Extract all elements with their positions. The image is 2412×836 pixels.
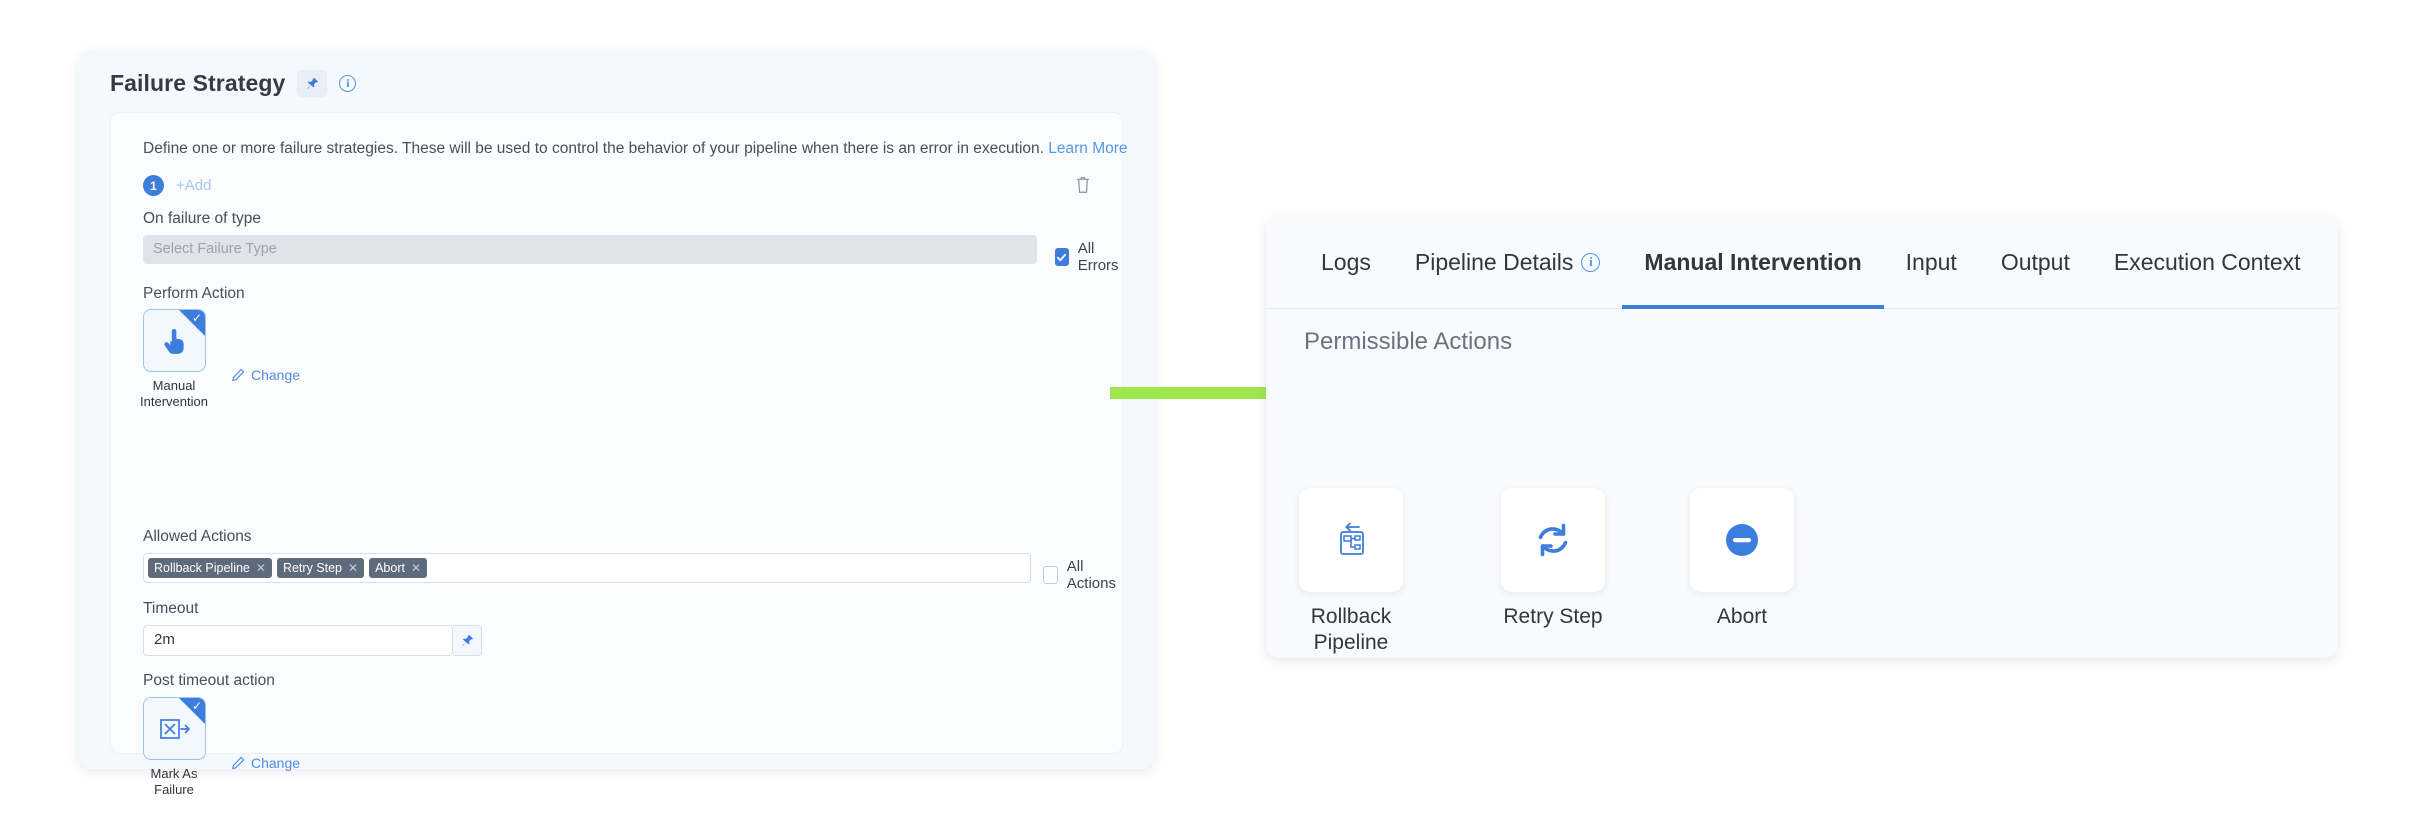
caption-line-1: Mark As <box>150 766 198 781</box>
selected-corner <box>179 310 205 336</box>
caption-line-2: Intervention <box>140 393 208 409</box>
check-icon: ✓ <box>191 699 202 713</box>
perform-action-label: Perform Action <box>143 285 245 302</box>
all-actions-label: All Actions <box>1066 558 1116 592</box>
perform-action-tile[interactable]: ✓ <box>143 309 206 372</box>
trash-icon[interactable] <box>1074 175 1092 194</box>
abort-minus-circle-icon <box>1726 524 1758 556</box>
add-strategy-button[interactable]: +Add <box>176 177 212 194</box>
timeout-input[interactable]: 2m <box>143 625 453 656</box>
all-errors-checkbox[interactable] <box>1055 248 1069 266</box>
page-title: Failure Strategy <box>110 70 286 96</box>
change-perform-action-button[interactable]: Change <box>231 367 300 383</box>
perform-action-caption: Manual Intervention <box>129 378 219 409</box>
all-actions-checkbox[interactable] <box>1043 566 1058 584</box>
action-caption-abort: Abort <box>1682 604 1802 630</box>
tab-manual-intervention[interactable]: Manual Intervention <box>1622 216 1884 309</box>
pencil-icon <box>232 368 245 382</box>
tab-label: Logs <box>1321 248 1371 275</box>
tab-execution-context[interactable]: Execution Context <box>2092 216 2323 309</box>
action-caption-retry-step: Retry Step <box>1493 604 1613 630</box>
change-post-timeout-action-button[interactable]: Change <box>231 755 300 771</box>
chip-retry-step[interactable]: Retry Step ✕ <box>276 558 365 578</box>
tab-logs[interactable]: Logs <box>1299 216 1393 309</box>
tab-label: Output <box>2000 248 2070 275</box>
timeout-pin-button[interactable] <box>453 625 482 656</box>
action-caption-rollback-pipeline: Rollback Pipeline <box>1291 604 1411 656</box>
pointing-hand-icon <box>144 310 205 371</box>
caption-line-1: Retry Step <box>1503 605 1603 628</box>
post-timeout-action-label: Post timeout action <box>143 672 275 689</box>
check-icon: ✓ <box>191 311 202 325</box>
green-arrow <box>1110 375 1330 413</box>
tab-pipeline-details[interactable]: Pipeline Details i <box>1393 216 1623 309</box>
permissible-actions-title: Permissible Actions <box>1304 328 1513 355</box>
strategy-index-badge[interactable]: 1 <box>143 175 164 196</box>
on-failure-type-label: On failure of type <box>143 210 262 227</box>
retry-refresh-icon <box>1538 523 1568 557</box>
pin-icon <box>307 77 318 89</box>
caption-line-1: Abort <box>1716 605 1768 628</box>
rollback-pipeline-icon <box>1340 522 1364 555</box>
pin-button[interactable] <box>297 70 328 97</box>
post-timeout-action-tile[interactable]: ✓ <box>143 697 206 760</box>
action-card-abort[interactable] <box>1690 488 1794 592</box>
failure-strategy-card: Failure Strategy i Define one or more fa… <box>78 50 1155 797</box>
chip-label: Abort <box>375 561 405 575</box>
failure-strategy-header: Failure Strategy i <box>110 70 357 97</box>
change-label: Change <box>251 755 301 771</box>
tab-label: Pipeline Details <box>1414 248 1574 275</box>
mark-as-failure-icon <box>144 698 205 759</box>
caption-line-2: Pipeline <box>1313 631 1389 654</box>
caption-line-1: Manual <box>152 378 196 393</box>
selected-corner <box>179 698 205 724</box>
action-card-rollback-pipeline[interactable] <box>1299 488 1403 592</box>
strategy-add-row: 1 +Add <box>143 173 1092 201</box>
close-x-icon[interactable]: ✕ <box>410 561 422 575</box>
all-actions-checkbox-wrap[interactable]: All Actions <box>1043 558 1122 592</box>
learn-more-link[interactable]: Learn More <box>1048 140 1128 157</box>
caption-line-1: Rollback <box>1310 605 1392 628</box>
info-circle-icon[interactable]: i <box>1581 252 1601 272</box>
chip-label: Retry Step <box>282 561 343 575</box>
all-errors-checkbox-wrap[interactable]: All Errors <box>1055 240 1123 274</box>
info-circle-icon[interactable]: i <box>339 75 357 92</box>
tab-output[interactable]: Output <box>1979 216 2092 309</box>
allowed-actions-label: Allowed Actions <box>143 528 252 545</box>
allowed-actions-input[interactable]: Rollback Pipeline ✕ Retry Step ✕ Abort ✕ <box>143 553 1031 583</box>
tab-label: Input <box>1905 248 1957 275</box>
failure-strategy-panel: Define one or more failure strategies. T… <box>110 112 1128 797</box>
tab-label: Execution Context <box>2113 248 2301 275</box>
pin-icon <box>461 634 473 646</box>
all-errors-label: All Errors <box>1077 240 1119 274</box>
tab-input[interactable]: Input <box>1884 216 1979 309</box>
description-text: Define one or more failure strategies. T… <box>143 140 1128 158</box>
pencil-icon <box>232 756 245 770</box>
execution-detail-panel: Logs Pipeline Details i Manual Intervent… <box>1266 216 2338 658</box>
chip-abort[interactable]: Abort ✕ <box>369 558 428 578</box>
failure-type-select[interactable]: Select Failure Type <box>143 235 1037 264</box>
chip-rollback-pipeline[interactable]: Rollback Pipeline ✕ <box>148 558 272 578</box>
change-label: Change <box>251 367 301 383</box>
check-icon <box>1057 253 1067 261</box>
action-card-retry-step[interactable] <box>1501 488 1605 592</box>
close-x-icon[interactable]: ✕ <box>255 561 266 575</box>
caption-line-2: Failure <box>154 781 194 797</box>
tab-label: Manual Intervention <box>1644 248 1862 275</box>
tab-bar: Logs Pipeline Details i Manual Intervent… <box>1266 216 2338 309</box>
post-timeout-action-caption: Mark As Failure <box>129 766 219 797</box>
timeout-label: Timeout <box>143 600 199 617</box>
close-x-icon[interactable]: ✕ <box>348 561 359 575</box>
description-label: Define one or more failure strategies. T… <box>143 140 1044 157</box>
chip-label: Rollback Pipeline <box>154 561 250 575</box>
